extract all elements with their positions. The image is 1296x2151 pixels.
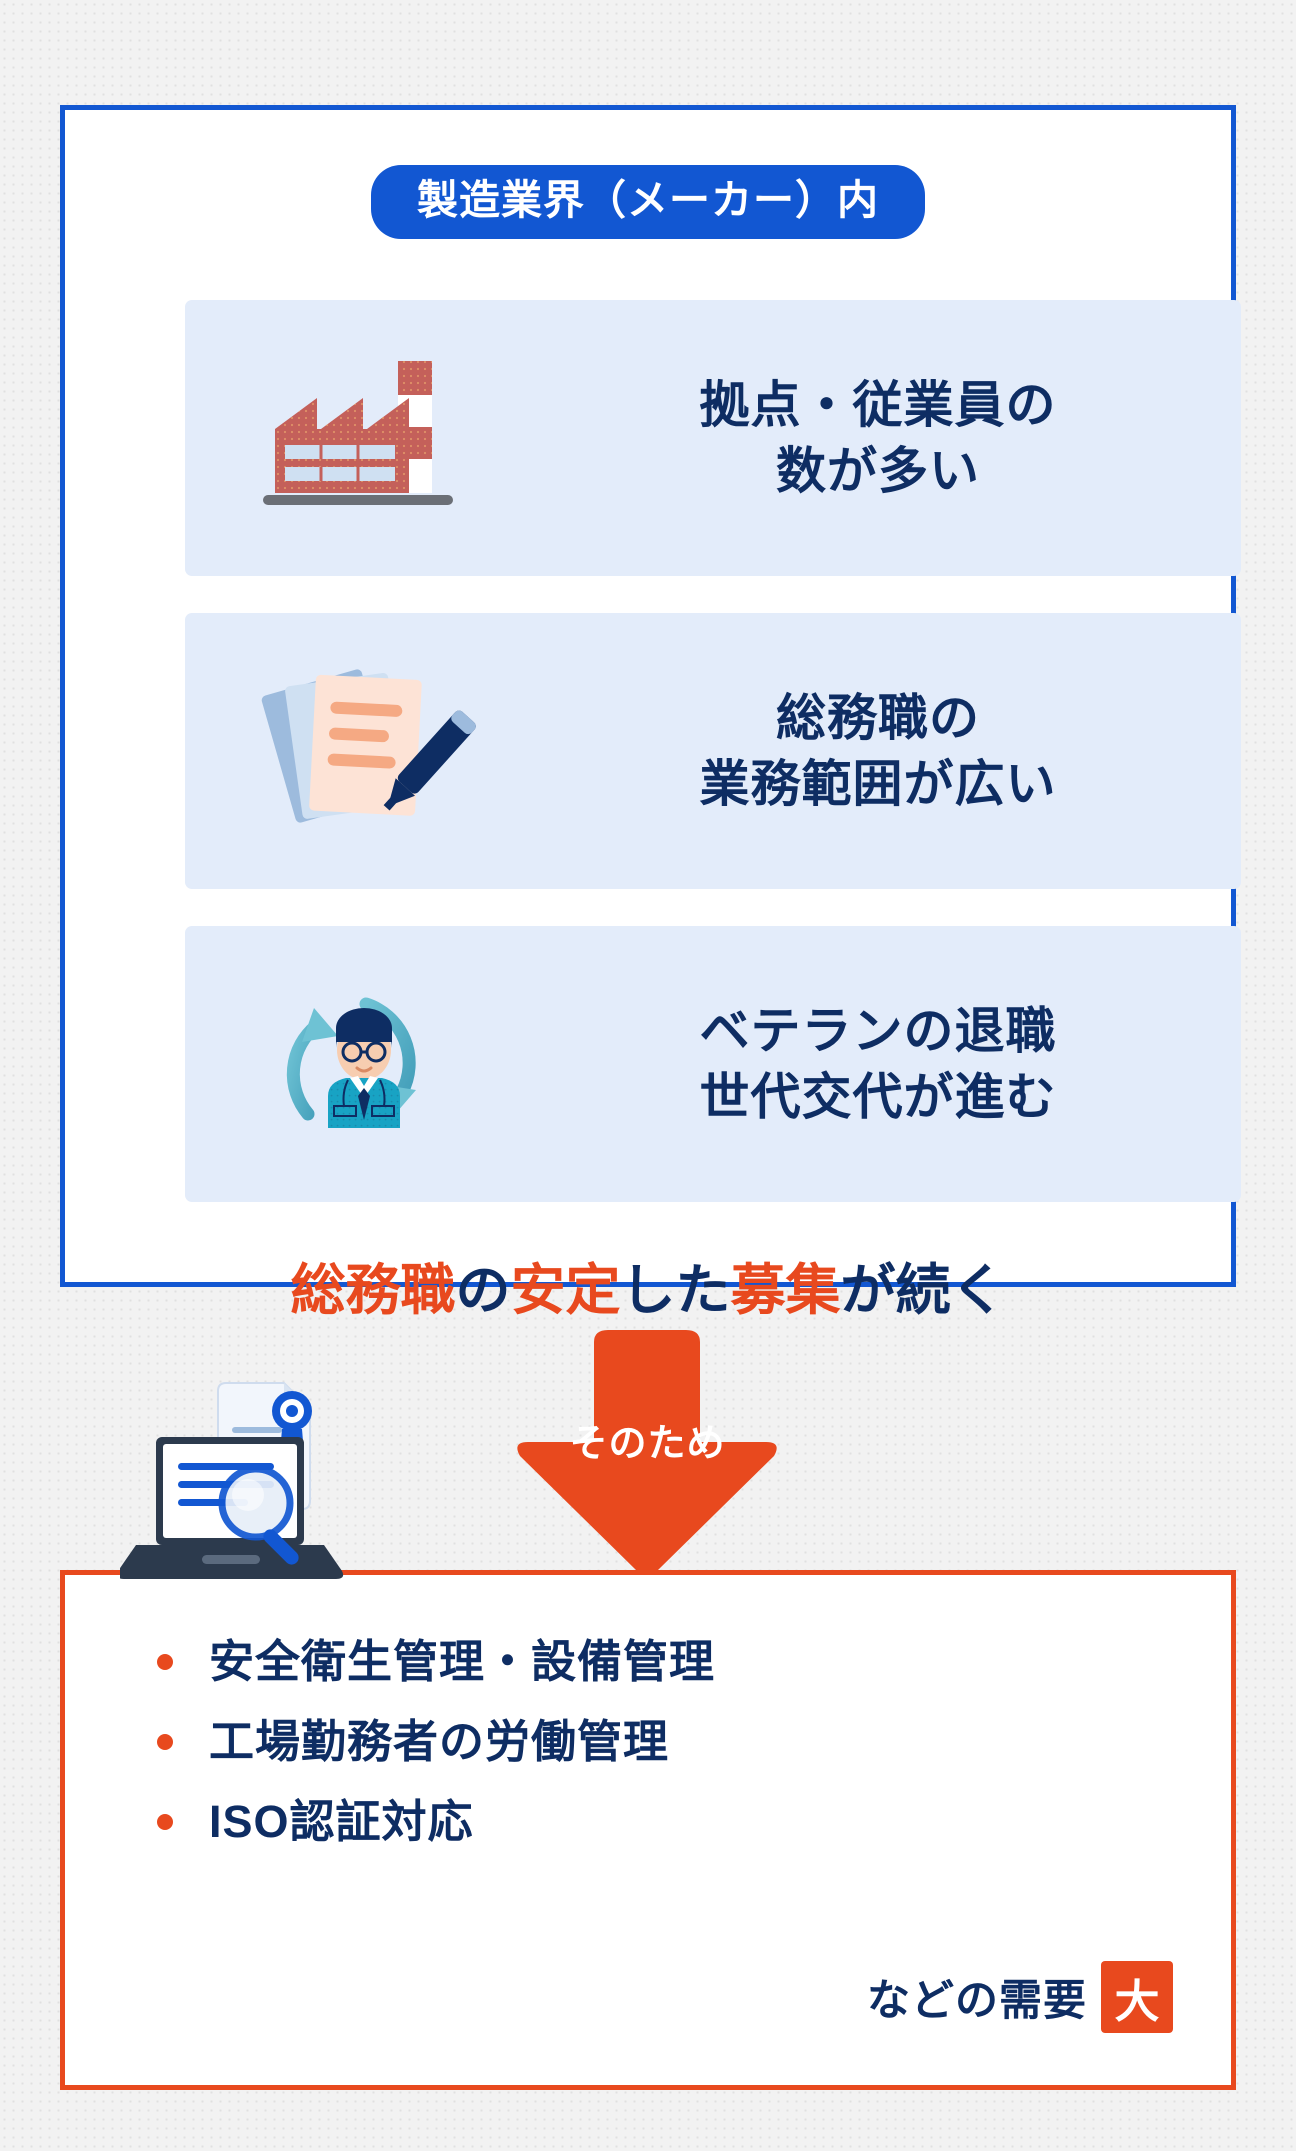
summary-seg-6: が続く xyxy=(840,1259,1006,1321)
bullet-1-label: 安全衛生管理・設備管理 xyxy=(209,1636,716,1687)
card-3-line1: ベテランの退職 xyxy=(699,1002,1057,1059)
arrow-label: そのため xyxy=(569,1423,726,1465)
demand-bullet-list: 安全衛生管理・設備管理 工場勤務者の労働管理 ISO認証対応 xyxy=(157,1635,715,1875)
card-3-text: ベテランの退職 世代交代が進む xyxy=(545,998,1241,1131)
bullet-3-label: ISO認証対応 xyxy=(209,1796,474,1847)
card-2-line1: 総務職の xyxy=(776,689,980,746)
demand-list-panel: 安全衛生管理・設備管理 工場勤務者の労働管理 ISO認証対応 などの需要 大 xyxy=(60,1570,1236,2090)
bullet-dot-icon xyxy=(157,1814,173,1830)
demand-badge: 大 xyxy=(1101,1961,1173,2033)
card-2-text: 総務職の 業務範囲が広い xyxy=(545,685,1241,818)
card-1-line1: 拠点・従業員の xyxy=(699,376,1057,433)
demand-label: などの需要 xyxy=(867,1977,1087,2025)
panel-title-badge: 製造業界（メーカー）内 xyxy=(371,165,925,240)
manufacturing-industry-panel: 製造業界（メーカー）内 xyxy=(60,105,1241,1321)
list-item: 工場勤務者の労働管理 xyxy=(157,1715,715,1769)
summary-seg-1: 総務職 xyxy=(290,1259,456,1321)
list-item: ISO認証対応 xyxy=(157,1795,715,1849)
bullet-2-label: 工場勤務者の労働管理 xyxy=(209,1716,670,1767)
summary-seg-2: の xyxy=(455,1259,511,1321)
card-admin-job-scope: 総務職の 業務範囲が広い xyxy=(185,613,1241,889)
card-1-line2: 数が多い xyxy=(776,443,980,499)
card-veteran-retirement: ベテランの退職 世代交代が進む xyxy=(185,926,1241,1202)
documents-pen-icon xyxy=(185,613,545,889)
list-item: 安全衛生管理・設備管理 xyxy=(157,1635,715,1689)
card-2-line2: 業務範囲が広い xyxy=(699,756,1057,812)
summary-seg-5: 募集 xyxy=(730,1259,841,1321)
laptop-certificate-magnifier-icon xyxy=(116,1375,370,1625)
card-1-text: 拠点・従業員の 数が多い xyxy=(545,372,1241,505)
summary-line: 総務職の安定した募集が続く xyxy=(65,1245,1231,1325)
bullet-dot-icon xyxy=(157,1654,173,1670)
card-3-line2: 世代交代が進む xyxy=(699,1069,1057,1125)
factory-icon xyxy=(185,300,545,576)
demand-summary: などの需要 大 xyxy=(867,1961,1173,2033)
bullet-dot-icon xyxy=(157,1734,173,1750)
card-locations-employees: 拠点・従業員の 数が多い xyxy=(185,300,1241,576)
summary-seg-3: 安定 xyxy=(510,1259,621,1321)
down-arrow-icon xyxy=(508,1330,786,1580)
summary-seg-4: した xyxy=(620,1259,731,1321)
worker-rotation-icon xyxy=(185,926,545,1202)
